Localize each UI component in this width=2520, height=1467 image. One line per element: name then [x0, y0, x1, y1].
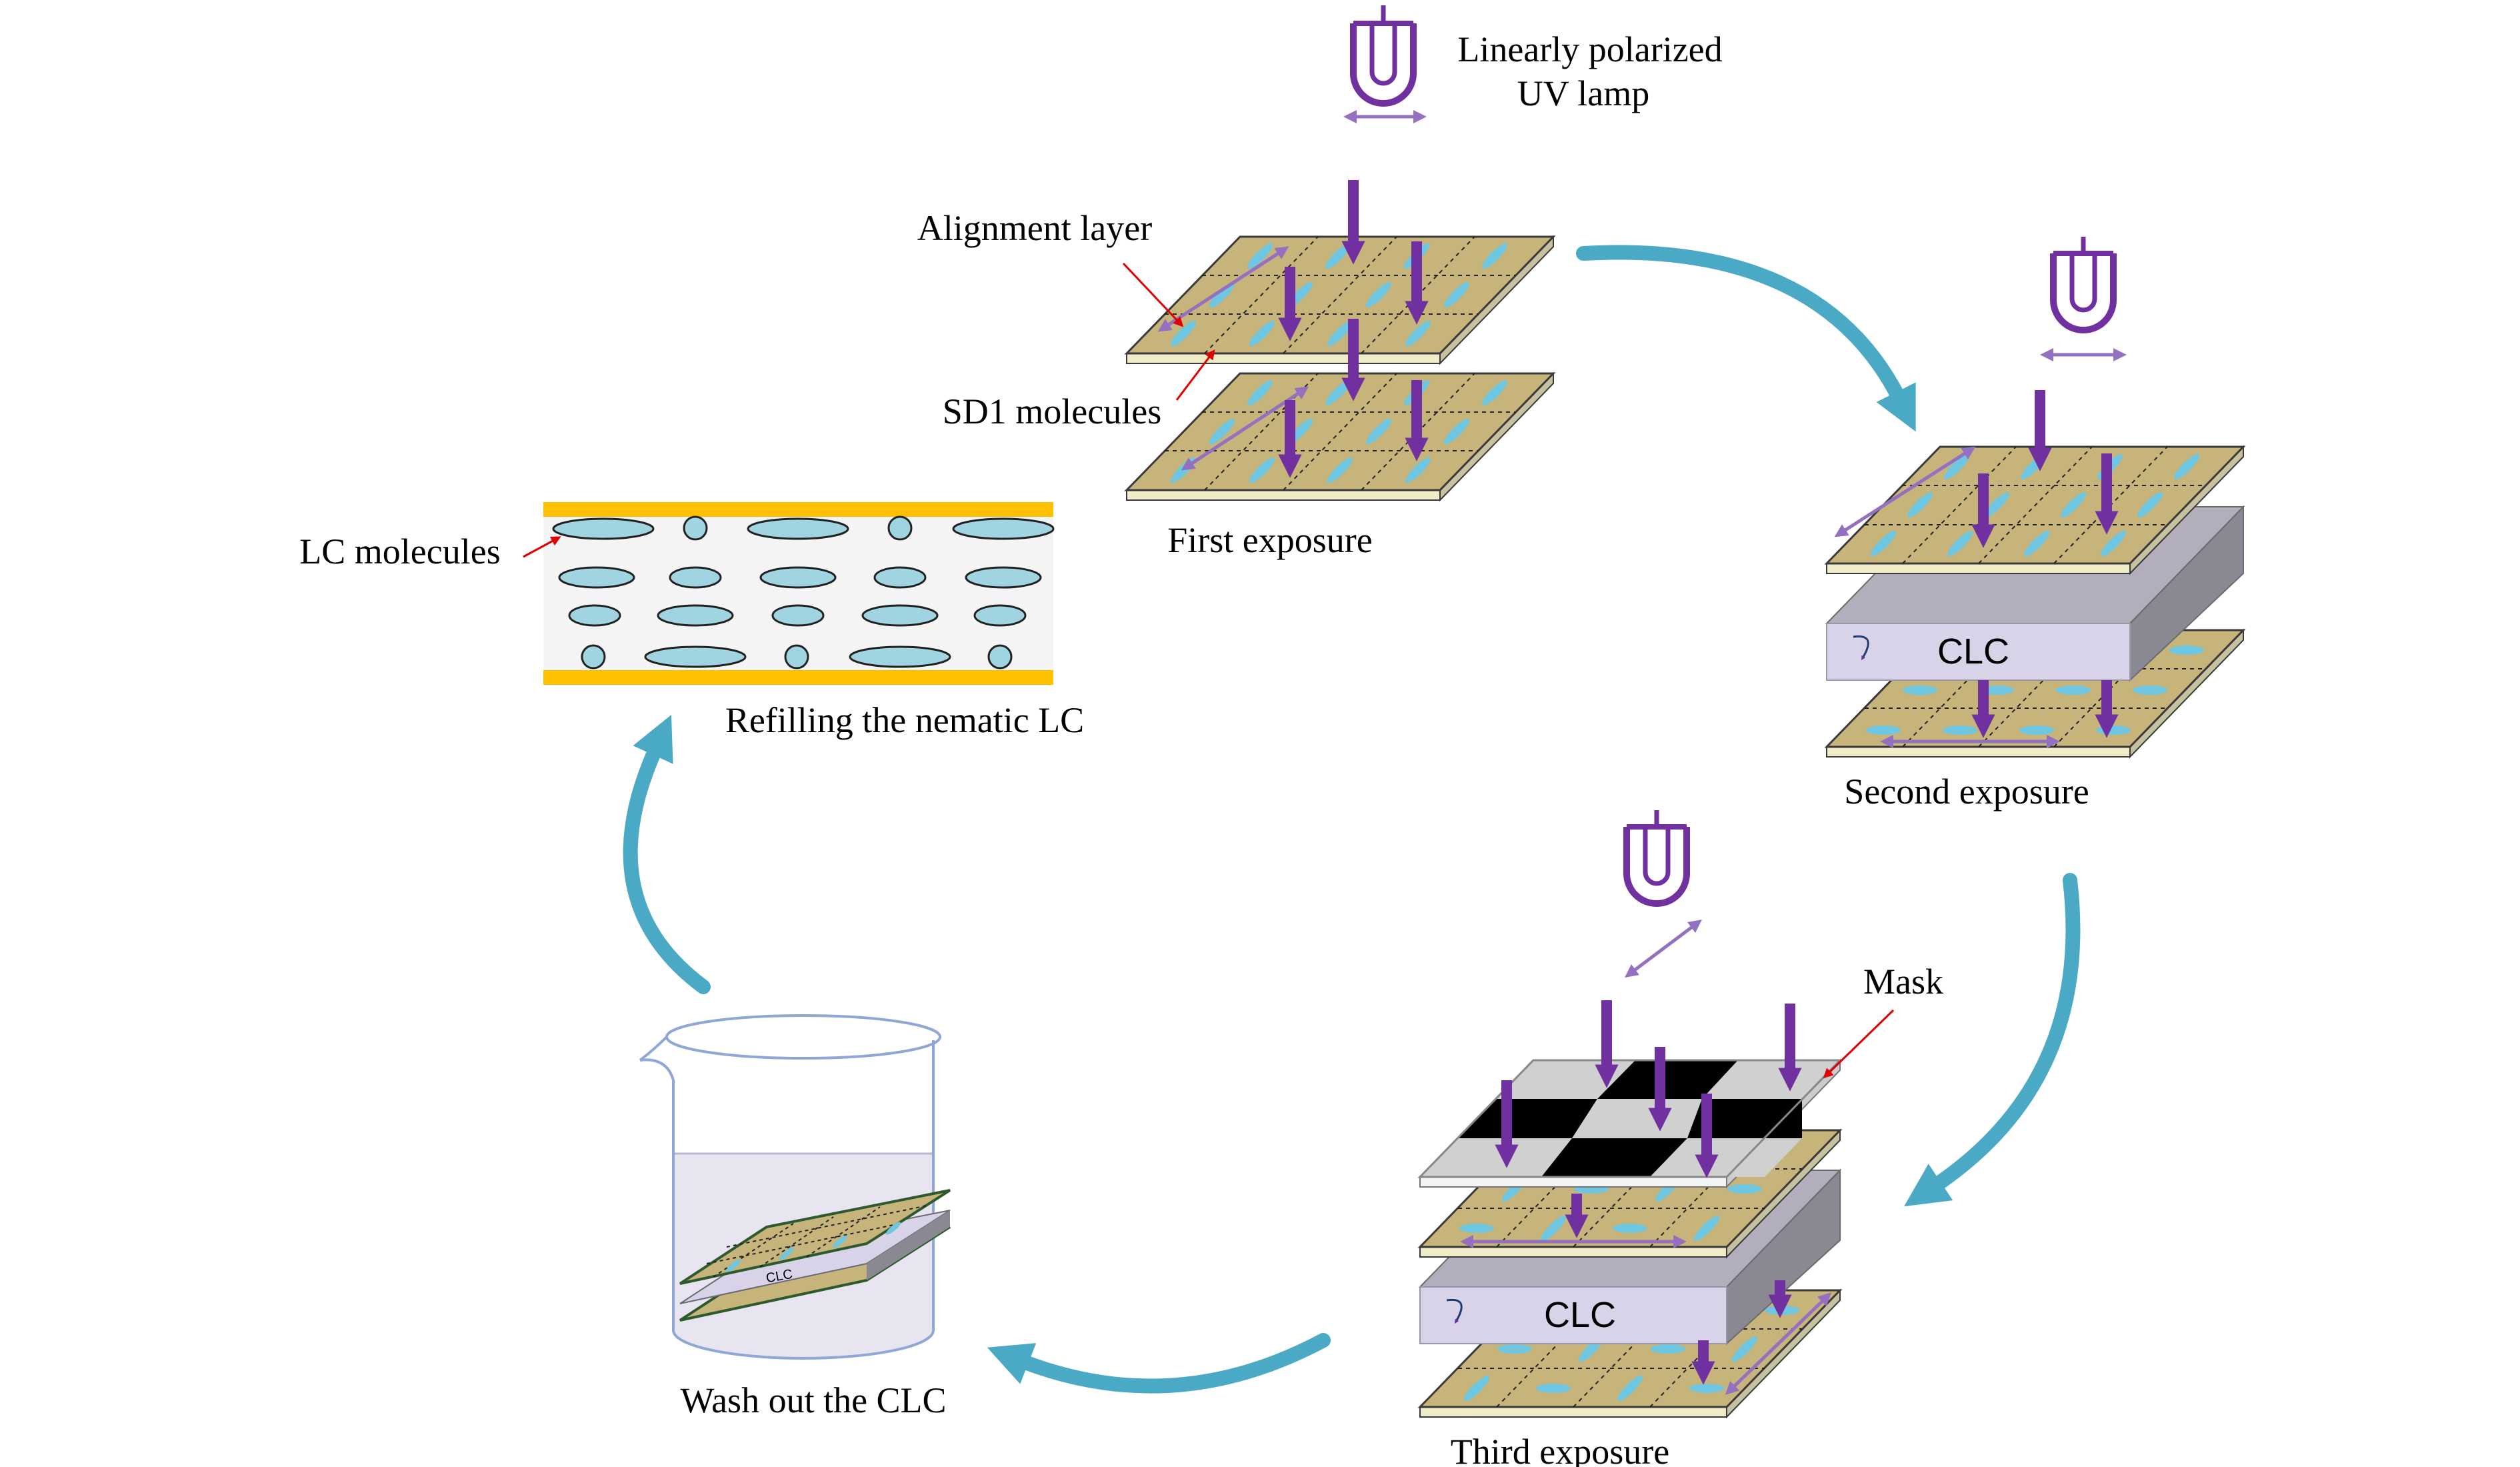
process-cycle-arrows: [623, 245, 2081, 1394]
bottom-electrode: [543, 670, 1053, 685]
beaker-icon: CLC: [639, 1014, 951, 1360]
wash-out-label: Wash out the CLC: [680, 1380, 946, 1420]
lamp-label-line2: UV lamp: [1517, 73, 1650, 113]
sd1-molecules-label: SD1 molecules: [943, 391, 1161, 431]
polarization-arrow: [1157, 246, 1289, 332]
third-exposure-label: Third exposure: [1451, 1432, 1669, 1467]
polarization-arrow: [1181, 386, 1309, 471]
uv-lamp-icon: [2040, 237, 2127, 361]
cycle-arrow-third-to-wash: [987, 1333, 1331, 1394]
callout-sd1-molecules: [1175, 349, 1215, 401]
polarization-arrow: [1725, 1292, 1832, 1395]
washed-clc-stack: CLC: [679, 1189, 951, 1322]
callout-lc-molecules: [523, 536, 561, 558]
clc-label: CLC: [1544, 1295, 1616, 1335]
lc-molecules-label: LC molecules: [299, 531, 500, 571]
clc-label: CLC: [1937, 631, 2009, 671]
first-exposure-stack: [1124, 180, 1556, 502]
cycle-arrow-wash-to-refill: [623, 714, 711, 994]
polarization-arrow: [1834, 446, 1976, 537]
callout-mask: [1823, 1009, 1895, 1079]
refilling-label: Refilling the nematic LC: [725, 700, 1084, 740]
polarization-arrow: [1625, 920, 1702, 978]
third-exposure-stack: CLC: [1417, 1000, 1843, 1419]
nematic-lc-cell: [543, 502, 1055, 685]
second-exposure-label: Second exposure: [1844, 772, 2089, 812]
uv-lamp-icon: [1623, 810, 1702, 978]
first-exposure-label: First exposure: [1167, 520, 1372, 560]
alignment-plate-lower: [1124, 371, 1556, 502]
lamp-label-line1: Linearly polarized: [1457, 29, 1722, 69]
mask-label: Mask: [1863, 962, 1943, 1002]
callout-alignment-layer: [1122, 262, 1184, 327]
alignment-plate-upper: [1124, 235, 1556, 365]
checkerboard-mask: [1417, 1058, 1843, 1189]
top-electrode: [543, 502, 1053, 517]
uv-lamp-icon: [1343, 5, 1427, 123]
cycle-arrow-second-to-third: [1904, 873, 2081, 1207]
second-exposure-stack: CLC: [1824, 390, 2246, 759]
cycle-arrow-first-to-second: [1576, 245, 1916, 432]
alignment-layer-label: Alignment layer: [917, 208, 1152, 248]
